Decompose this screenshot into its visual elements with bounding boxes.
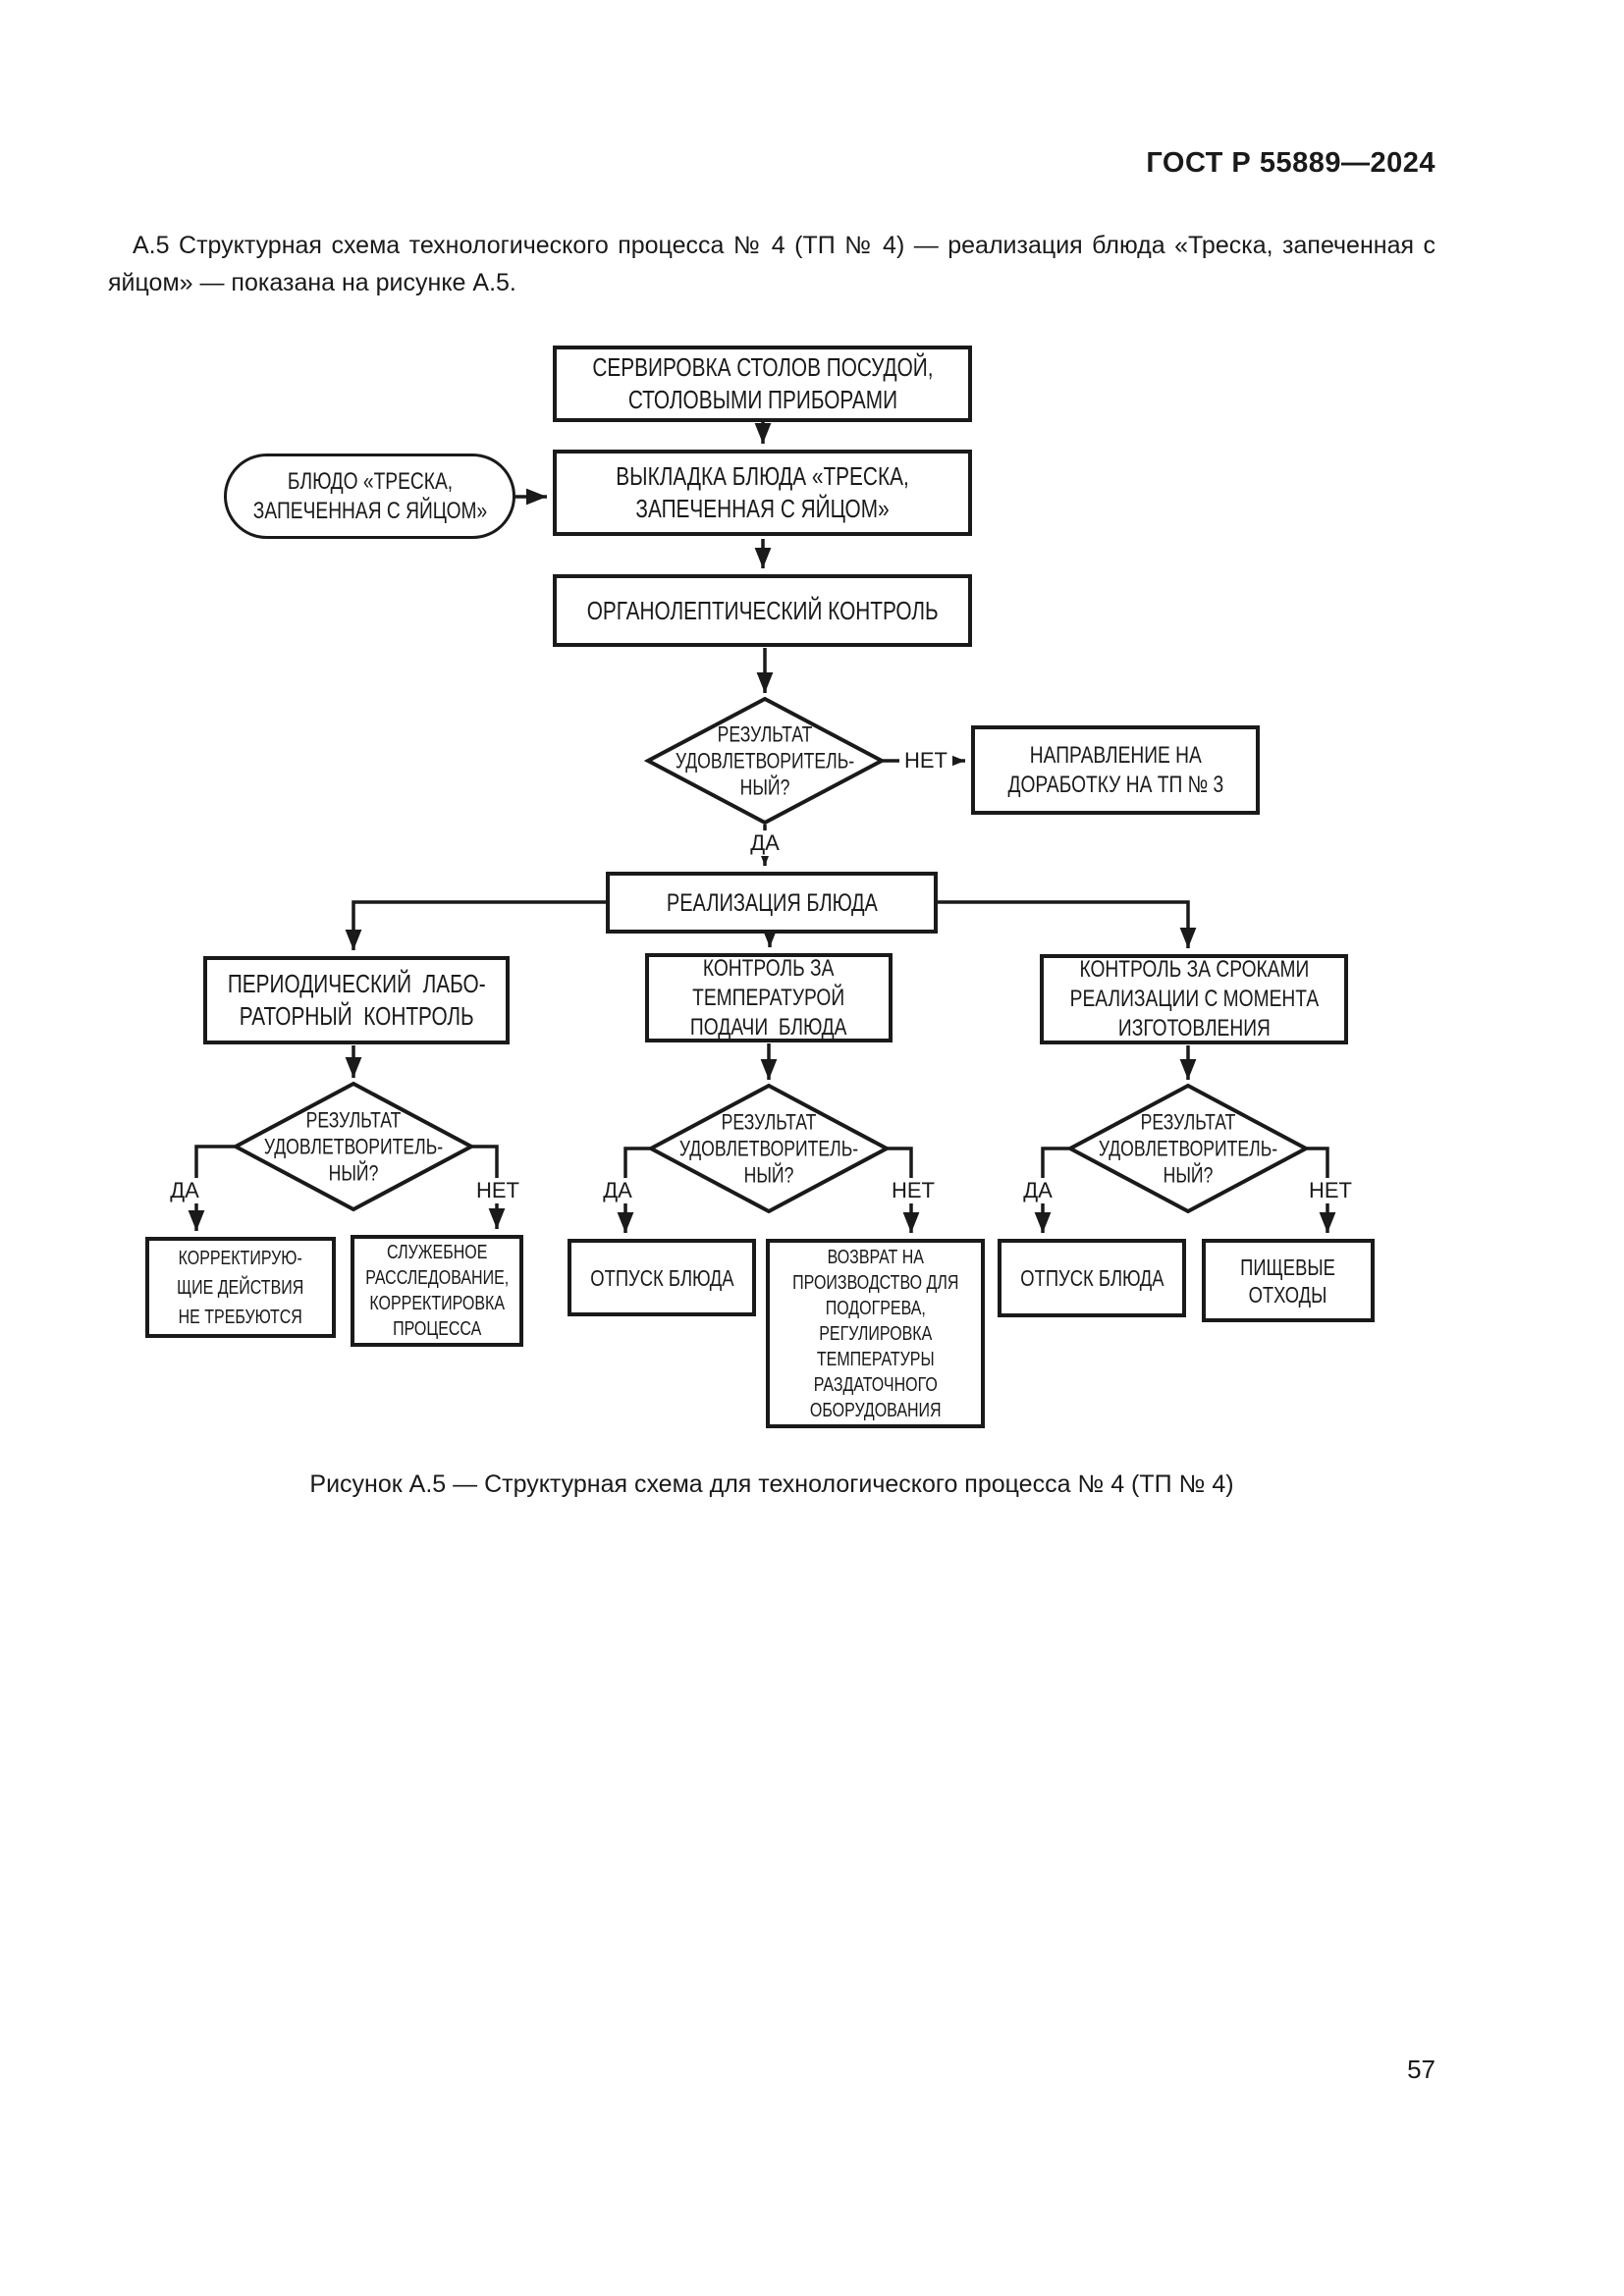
decision-temp-shape — [646, 1083, 892, 1214]
decision-lab-shape — [231, 1081, 476, 1212]
node-dish-display: ВЫКЛАДКА БЛЮДА «ТРЕСКА, ЗАПЕЧЕННАЯ С ЯЙЦ… — [553, 450, 972, 536]
connector-realization-to-shelflife — [938, 900, 1197, 948]
decision-organoleptic-shape — [643, 696, 887, 826]
node-temp-control-label: КОНТРОЛЬ ЗА ТЕМПЕРАТУРОЙ ПОДАЧИ БЛЮДА — [690, 954, 847, 1041]
node-food-waste: ПИЩЕВЫЕ ОТХОДЫ — [1202, 1239, 1375, 1322]
node-return-to-production: ВОЗВРАТ НА ПРОИЗВОДСТВО ДЛЯ ПОДОГРЕВА, Р… — [766, 1239, 985, 1428]
doc-header: ГОСТ Р 55889—2024 — [1146, 147, 1435, 179]
decision-organoleptic-text: РЕЗУЛЬТАТ УДОВЛЕТВОРИТЕЛЬ- НЫЙ? — [675, 721, 855, 800]
label-yes-4: ДА — [1018, 1178, 1057, 1203]
decision-temp-text: РЕЗУЛЬТАТ УДОВЛЕТВОРИТЕЛЬ- НЫЙ? — [678, 1109, 859, 1188]
node-no-corrective-actions: КОРРЕКТИРУЮ- ЩИЕ ДЕЙСТВИЯ НЕ ТРЕБУЮТСЯ — [145, 1237, 336, 1338]
connector-realization-to-lab — [345, 900, 606, 950]
node-no-corrective-actions-label: КОРРЕКТИРУЮ- ЩИЕ ДЕЙСТВИЯ НЕ ТРЕБУЮТСЯ — [177, 1247, 304, 1328]
node-rework-tp3: НАПРАВЛЕНИЕ НА ДОРАБОТКУ НА ТП № 3 — [971, 725, 1260, 815]
node-dish-start: БЛЮДО «ТРЕСКА, ЗАПЕЧЕННАЯ С ЯЙЦОМ» — [224, 454, 515, 539]
node-shelf-life-control: КОНТРОЛЬ ЗА СРОКАМИ РЕАЛИЗАЦИИ С МОМЕНТА… — [1040, 954, 1348, 1044]
node-organoleptic-control-label: ОРГАНОЛЕПТИЧЕСКИЙ КОНТРОЛЬ — [586, 595, 939, 625]
decision-shelflife-shape — [1065, 1083, 1311, 1214]
node-table-setting-label: СЕРВИРОВКА СТОЛОВ ПОСУДОЙ, СТОЛОВЫМИ ПРИ… — [591, 352, 934, 414]
intro-paragraph: А.5 Структурная схема технологического п… — [108, 232, 1435, 296]
connector-decision4-no — [1306, 1147, 1336, 1233]
node-realization-label: РЕАЛИЗАЦИЯ БЛЮДА — [666, 888, 878, 917]
node-dish-release-1-label: ОТПУСК БЛЮДА — [589, 1264, 734, 1291]
label-yes-2: ДА — [165, 1178, 204, 1203]
node-temp-control: КОНТРОЛЬ ЗА ТЕМПЕРАТУРОЙ ПОДАЧИ БЛЮДА — [645, 953, 893, 1042]
node-internal-investigation: СЛУЖЕБНОЕ РАССЛЕДОВАНИЕ, КОРРЕКТИРОВКА П… — [351, 1235, 523, 1347]
node-food-waste-label: ПИЩЕВЫЕ ОТХОДЫ — [1240, 1254, 1336, 1308]
node-realization: РЕАЛИЗАЦИЯ БЛЮДА — [606, 872, 938, 934]
node-lab-control-label: ПЕРИОДИЧЕСКИЙ ЛАБО- РАТОРНЫЙ КОНТРОЛЬ — [227, 969, 486, 1031]
node-organoleptic-control: ОРГАНОЛЕПТИЧЕСКИЙ КОНТРОЛЬ — [553, 574, 972, 647]
node-dish-release-1: ОТПУСК БЛЮДА — [568, 1239, 756, 1316]
label-yes-1: ДА — [745, 830, 785, 856]
figure-caption: Рисунок А.5 — Структурная схема для техн… — [309, 1470, 1234, 1498]
label-no-4: НЕТ — [1304, 1178, 1357, 1203]
page-number: 57 — [1407, 2055, 1435, 2084]
label-no-1: НЕТ — [899, 748, 952, 774]
decision-shelflife-text: РЕЗУЛЬТАТ УДОВЛЕТВОРИТЕЛЬ- НЫЙ? — [1098, 1109, 1278, 1188]
connector-decision3-yes — [617, 1147, 651, 1233]
node-shelf-life-control-label: КОНТРОЛЬ ЗА СРОКАМИ РЕАЛИЗАЦИИ С МОМЕНТА… — [1069, 956, 1319, 1041]
node-internal-investigation-label: СЛУЖЕБНОЕ РАССЛЕДОВАНИЕ, КОРРЕКТИРОВКА П… — [365, 1242, 509, 1340]
connector-decision4-yes — [1034, 1147, 1070, 1233]
connector-decision3-no — [887, 1147, 920, 1233]
node-rework-tp3-label: НАПРАВЛЕНИЕ НА ДОРАБОТКУ НА ТП № 3 — [1007, 741, 1223, 798]
decision-lab-text: РЕЗУЛЬТАТ УДОВЛЕТВОРИТЕЛЬ- НЫЙ? — [263, 1107, 444, 1186]
label-no-2: НЕТ — [471, 1178, 524, 1203]
node-dish-display-label: ВЫКЛАДКА БЛЮДА «ТРЕСКА, ЗАПЕЧЕННАЯ С ЯЙЦ… — [616, 461, 909, 523]
node-dish-start-label: БЛЮДО «ТРЕСКА, ЗАПЕЧЕННАЯ С ЯЙЦОМ» — [252, 467, 487, 524]
label-yes-3: ДА — [598, 1178, 637, 1203]
node-dish-release-2: ОТПУСК БЛЮДА — [998, 1239, 1186, 1317]
node-lab-control: ПЕРИОДИЧЕСКИЙ ЛАБО- РАТОРНЫЙ КОНТРОЛЬ — [203, 956, 510, 1044]
label-no-3: НЕТ — [887, 1178, 940, 1203]
node-table-setting: СЕРВИРОВКА СТОЛОВ ПОСУДОЙ, СТОЛОВЫМИ ПРИ… — [553, 346, 972, 422]
node-return-to-production-label: ВОЗВРАТ НА ПРОИЗВОДСТВО ДЛЯ ПОДОГРЕВА, Р… — [791, 1246, 959, 1421]
node-dish-release-2-label: ОТПУСК БЛЮДА — [1019, 1265, 1164, 1291]
